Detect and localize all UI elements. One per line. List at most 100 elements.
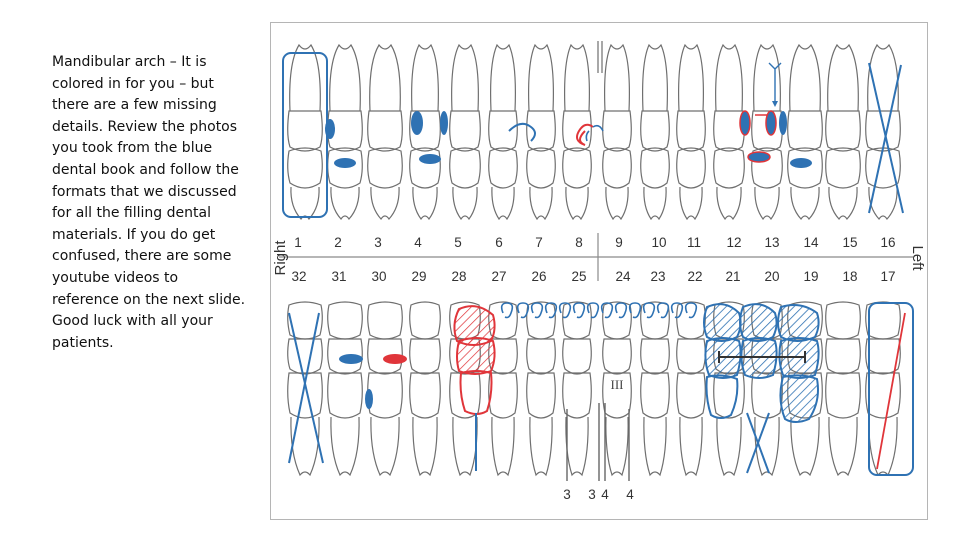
tooth-number: 14	[803, 235, 819, 250]
tooth-21-crown	[703, 303, 742, 342]
tooth-number: 16	[880, 235, 895, 250]
tooth-root	[565, 186, 589, 221]
tooth-crown	[526, 338, 556, 375]
tooth-root	[753, 43, 781, 112]
tooth-crown	[287, 372, 323, 419]
lower-arch	[287, 301, 901, 477]
tooth-crown	[287, 338, 323, 375]
tooth-crown	[865, 372, 901, 419]
tooth-crown	[602, 110, 632, 152]
tooth-crown	[751, 372, 783, 419]
tooth-root	[529, 416, 553, 477]
tooth-occlusal	[526, 301, 556, 340]
tooth-4-filling	[411, 111, 423, 135]
tooth-crown	[713, 110, 745, 152]
tooth-root	[643, 186, 667, 221]
tooth-number: 19	[803, 269, 818, 284]
tooth-number: 22	[687, 269, 702, 284]
tooth-28-crown	[456, 337, 496, 375]
tooth-root	[451, 43, 479, 112]
tooth-31-filling	[339, 354, 363, 364]
tooth-root	[604, 43, 630, 112]
tooth-occlusal	[865, 301, 901, 340]
tooth-number: 11	[687, 235, 701, 250]
tooth-crown	[562, 338, 592, 375]
tooth-root	[716, 186, 742, 221]
tooth-occlusal	[602, 147, 632, 189]
tooth-root	[564, 43, 590, 112]
arrow-icon	[768, 62, 782, 103]
tooth-root	[867, 43, 899, 112]
upper-tooth-numbers: 1 2 3 4 5 6 7 8 9 10 11 12 13 14 15 16	[294, 235, 895, 250]
tooth-crown	[327, 372, 363, 419]
tooth-root	[827, 43, 859, 112]
tooth-crown	[602, 372, 632, 419]
tooth-crown	[367, 110, 403, 152]
tooth-occlusal	[327, 147, 363, 189]
tooth-number: 2	[334, 235, 342, 250]
tooth-root	[868, 416, 898, 477]
tooth-19-crown	[777, 304, 820, 342]
tooth-occlusal	[367, 147, 403, 189]
tooth-crown	[287, 110, 323, 152]
tooth-occlusal	[409, 147, 441, 189]
tooth-root	[716, 416, 742, 477]
tooth-root	[828, 186, 858, 220]
tooth-number: 32	[291, 269, 306, 284]
tooth-32-extraction-x	[288, 312, 324, 464]
tooth-occlusal	[676, 147, 706, 189]
tooth-number: 20	[764, 269, 779, 284]
tooth-crown	[488, 372, 518, 419]
tooth-root	[412, 416, 438, 477]
tooth-number: 5	[454, 235, 462, 250]
tooth-root	[452, 416, 478, 477]
pocket-depth-label: 4	[601, 487, 609, 502]
tooth-19-crown	[779, 374, 819, 423]
tooth-root	[290, 416, 320, 477]
tooth-crown	[327, 338, 363, 375]
tooth-crown	[825, 372, 861, 419]
tooth-root	[679, 416, 703, 477]
tooth-root	[289, 43, 321, 112]
tooth-root	[754, 186, 780, 221]
tooth-crown	[865, 110, 901, 152]
tooth-number: 13	[764, 235, 779, 250]
tooth-root	[642, 43, 668, 112]
side-label-left: Left	[909, 245, 926, 271]
tooth-root	[370, 416, 400, 477]
tooth-occlusal	[488, 147, 518, 189]
tooth-occlusal	[562, 147, 592, 189]
tooth-crown	[602, 338, 632, 375]
pocket-depth-label: 3	[563, 487, 571, 502]
tooth-2-filling	[325, 119, 335, 139]
tooth-16-extraction-x	[868, 64, 902, 214]
tooth-root	[290, 186, 320, 220]
tooth-crown	[676, 110, 706, 152]
tooth-crown	[676, 372, 706, 419]
tooth-root	[679, 186, 703, 221]
tooth-root	[370, 186, 400, 220]
tooth-occlusal	[787, 147, 823, 189]
tooth-root	[330, 186, 360, 220]
arrow-icon	[772, 101, 778, 107]
tooth-root	[565, 416, 589, 477]
lower-tooth-numbers: 32 31 30 29 28 27 26 25 24 23 22 21 20 1…	[291, 269, 895, 284]
tooth-crown	[640, 110, 670, 152]
tooth-number: 18	[842, 269, 857, 284]
tooth-13-filling	[765, 110, 777, 136]
tooth-crown	[526, 372, 556, 419]
dental-chart-drawing: Right Left 1 2 3 4 5 6 7 8 9 10 11 12 13…	[272, 41, 926, 502]
tooth-occlusal	[640, 301, 670, 340]
tooth-number: 28	[451, 269, 466, 284]
tooth-13-occlusal-filling	[747, 151, 771, 163]
dental-chart: Right Left 1 2 3 4 5 6 7 8 9 10 11 12 13…	[270, 22, 928, 520]
tooth-8-mark	[576, 123, 594, 146]
tooth-crown	[676, 338, 706, 375]
tooth-occlusal	[640, 147, 670, 189]
tooth-occlusal	[825, 147, 861, 189]
tooth-root	[643, 416, 667, 477]
tooth-number: 4	[414, 235, 422, 250]
tooth-20-extraction-x	[746, 412, 770, 474]
side-label-right: Right	[272, 240, 289, 276]
tooth-root	[529, 186, 553, 221]
